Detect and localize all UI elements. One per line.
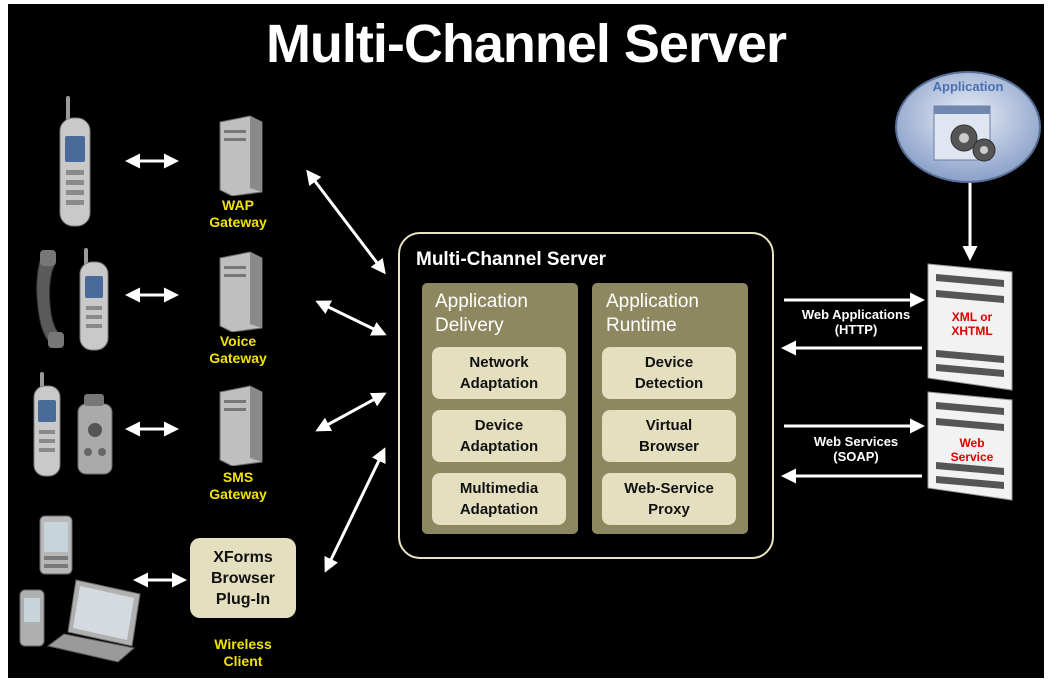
network-adaptation-component: Network Adaptation	[431, 346, 567, 400]
diagram-title: Multi-Channel Server	[265, 14, 787, 74]
mobile-phone-icon	[59, 96, 91, 227]
web-service-proxy-component: Web-Service Proxy	[601, 472, 737, 526]
xml-document-label: XML or XHTML	[951, 310, 993, 338]
sms-server-icon	[219, 385, 263, 466]
xml-document-icon	[927, 263, 1013, 391]
phone-and-pager-icon	[33, 372, 113, 477]
application-oval	[895, 71, 1041, 183]
wap-server-icon	[219, 115, 263, 196]
voice-server-arrow	[315, 300, 387, 336]
virtual-browser-component: Virtual Browser	[601, 409, 737, 463]
multi-channel-server-box	[398, 232, 774, 559]
web-services-label: Web Services (SOAP)	[813, 434, 899, 464]
application-label: Application	[932, 79, 1004, 94]
server-title: Multi-Channel Server	[416, 249, 607, 270]
sms-server-arrow	[315, 392, 387, 432]
xforms-server-arrow	[324, 447, 386, 573]
pda-and-laptop-icon	[19, 515, 141, 663]
device-adaptation-component: Device Adaptation	[431, 409, 567, 463]
device-detection-component: Device Detection	[601, 346, 737, 400]
wap-server-arrow	[306, 169, 386, 275]
application-delivery-title: Application Delivery	[435, 291, 528, 336]
wireless-client-label: Wireless Client	[214, 636, 272, 669]
voice-server-icon	[219, 251, 263, 332]
wap-gateway-label: WAP Gateway	[209, 197, 267, 230]
application-runtime-title: Application Runtime	[606, 291, 699, 336]
web-service-document-icon	[927, 391, 1013, 501]
voice-gateway-label: Voice Gateway	[209, 333, 267, 366]
multimedia-adaptation-component: Multimedia Adaptation	[431, 472, 567, 526]
diagram-canvas: Multi-Channel Server	[8, 4, 1044, 678]
web-applications-label: Web Applications (HTTP)	[801, 307, 911, 337]
sms-gateway-label: SMS Gateway	[209, 469, 267, 502]
web-service-document-label: Web Service	[950, 436, 994, 464]
connector-arrows	[125, 153, 978, 588]
xforms-plugin-box: XForms Browser Plug-In	[190, 538, 296, 618]
phone-handset-icon	[36, 248, 109, 351]
